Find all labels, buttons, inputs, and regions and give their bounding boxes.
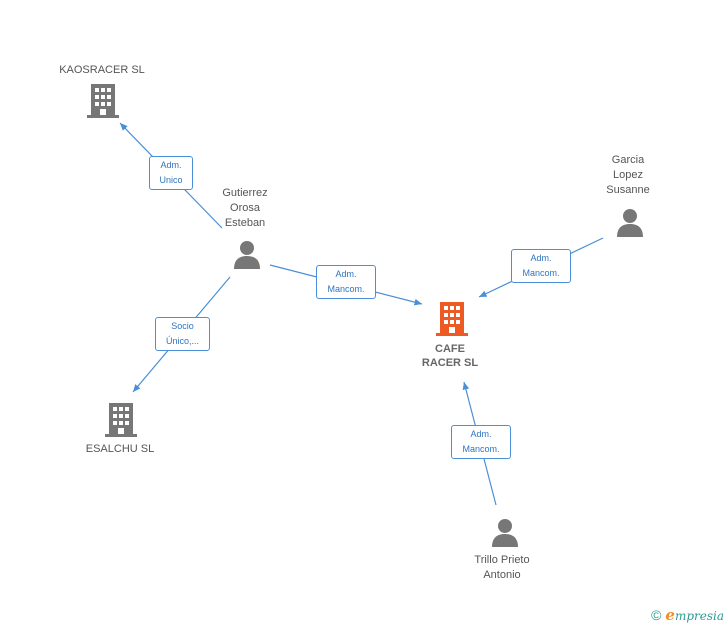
person-node-gutierrez[interactable]: Gutierrez Orosa Esteban — [198, 186, 292, 231]
edge-label-line2: Único,... — [165, 336, 199, 346]
person-icon — [234, 241, 260, 269]
person-label-line3: Susanne — [606, 184, 650, 196]
brand-logo: empresia — [665, 606, 724, 624]
edge-label-adm-mancom-garcia[interactable]: Adm. Mancom. — [511, 249, 571, 283]
edge-label-line2: Mancom. — [327, 284, 365, 294]
building-icon — [436, 302, 468, 336]
person-label-line3: Esteban — [224, 217, 266, 229]
edge-label-adm-unico[interactable]: Adm. Unico — [149, 156, 193, 190]
edge-label-socio-unico[interactable]: Socio Único,... — [155, 317, 210, 351]
building-icon — [87, 84, 119, 118]
edge-label-line1: Socio — [171, 321, 194, 331]
company-label: ESALCHU SL — [85, 443, 155, 455]
edge-label-line2: Mancom. — [522, 268, 560, 278]
person-label-line1: Trillo Prieto — [474, 554, 530, 566]
empresia-brand[interactable]: ©empresia — [651, 606, 724, 624]
person-label-line2: Orosa — [230, 202, 260, 214]
person-icon — [617, 209, 643, 237]
copyright-icon: © — [651, 607, 662, 623]
company-node-cafe-racer[interactable]: CAFE RACER SL — [398, 342, 502, 370]
building-icon — [105, 403, 137, 437]
edge-label-adm-mancom-gutierrez[interactable]: Adm. Mancom. — [316, 265, 376, 299]
edge-label-line1: Adm. — [335, 269, 357, 279]
company-label-line2: RACER SL — [421, 357, 479, 369]
edge-label-line1: Adm. — [470, 429, 492, 439]
person-icon — [492, 519, 518, 547]
edge-label-line1: Adm. — [530, 253, 552, 263]
company-node-kaosracer[interactable]: KAOSRACER SL — [40, 63, 164, 78]
person-node-garcia[interactable]: Garcia Lopez Susanne — [590, 153, 666, 198]
company-label-line1: CAFE — [435, 343, 465, 355]
person-label-line2: Antonio — [483, 569, 521, 581]
company-node-esalchu[interactable]: ESALCHU SL — [60, 442, 180, 457]
person-label-line2: Lopez — [613, 169, 643, 181]
person-node-trillo[interactable]: Trillo Prieto Antonio — [452, 553, 552, 583]
company-label: KAOSRACER SL — [59, 64, 145, 76]
person-label-line1: Gutierrez — [222, 187, 268, 199]
edge-label-line1: Adm. — [160, 160, 182, 170]
person-label-line1: Garcia — [611, 154, 645, 166]
edge-label-adm-mancom-trillo[interactable]: Adm. Mancom. — [451, 425, 511, 459]
edge-label-line2: Unico — [159, 175, 183, 185]
edge-label-line2: Mancom. — [462, 444, 500, 454]
